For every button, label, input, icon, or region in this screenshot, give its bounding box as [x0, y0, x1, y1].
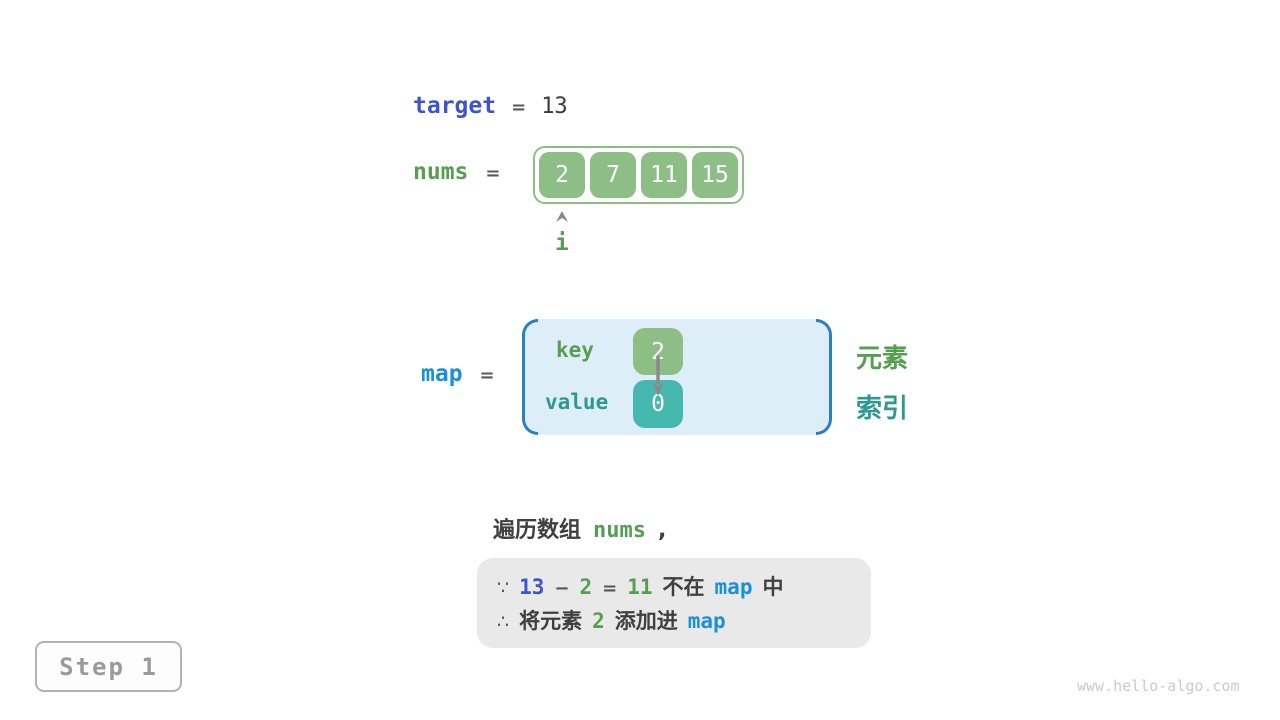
- reasoning-note-box: ∵ 13 − 2 = 11 不在 map 中 ∴ 将元素 2 添加进 map: [477, 558, 871, 648]
- map-value-label: value: [545, 390, 609, 414]
- note-line-1: ∵ 13 − 2 = 11 不在 map 中: [497, 571, 851, 601]
- index-pointer-arrow-icon: [556, 211, 568, 222]
- target-value: 13: [541, 94, 568, 119]
- array-cell-2: 11: [641, 152, 687, 198]
- index-pointer-label: i: [555, 230, 569, 256]
- map-label-row: map =: [421, 361, 495, 387]
- array-cell-0: 2: [539, 152, 585, 198]
- note-add-prefix-text: 将元素: [519, 608, 583, 633]
- caption-sentence: 遍历数组 nums ,: [493, 512, 666, 544]
- key-to-value-arrow-icon: [652, 356, 664, 396]
- map-left-bracket: [522, 319, 538, 435]
- note-in-suffix-text: 中: [762, 575, 784, 600]
- note-line-2: ∴ 将元素 2 添加进 map: [497, 605, 851, 635]
- map-key-label: key: [556, 338, 594, 362]
- note-target-value: 13: [519, 575, 545, 600]
- note-map-code-1: map: [714, 575, 753, 600]
- nums-equals-sign: =: [485, 163, 501, 184]
- nums-label-row: nums =: [413, 159, 500, 185]
- note-not-in-text: 不在: [662, 575, 705, 600]
- minus-sign: −: [554, 578, 570, 600]
- step-badge: Step 1: [35, 641, 182, 692]
- map-right-bracket: [816, 319, 832, 435]
- note-map-code-2: map: [687, 608, 726, 633]
- nums-array-container: 2 7 11 15: [533, 146, 744, 204]
- site-watermark: www.hello-algo.com: [1077, 677, 1240, 695]
- caption-text: 遍历数组: [493, 518, 582, 543]
- target-equals-sign: =: [511, 97, 527, 118]
- note-add-value: 2: [592, 608, 605, 633]
- target-row: target = 13: [413, 93, 568, 119]
- index-annotation: 索引: [856, 394, 909, 424]
- because-symbol: ∵: [497, 577, 510, 600]
- note-add-middle-text: 添加进: [614, 608, 678, 633]
- element-annotation: 元素: [856, 344, 909, 374]
- map-variable-label: map: [421, 361, 463, 387]
- caption-comma: ,: [658, 518, 667, 543]
- caption-nums-code: nums: [593, 518, 646, 543]
- array-cell-1: 7: [590, 152, 636, 198]
- map-container: key 2 value 0: [522, 319, 832, 435]
- therefore-symbol: ∴: [497, 610, 510, 633]
- note-element-value: 2: [579, 575, 593, 600]
- nums-variable-label: nums: [413, 159, 469, 185]
- map-equals-sign: =: [479, 365, 495, 386]
- target-variable-label: target: [413, 93, 497, 119]
- array-cell-3: 15: [692, 152, 738, 198]
- note-difference-value: 11: [627, 575, 653, 600]
- note-equals-sign: =: [602, 578, 618, 600]
